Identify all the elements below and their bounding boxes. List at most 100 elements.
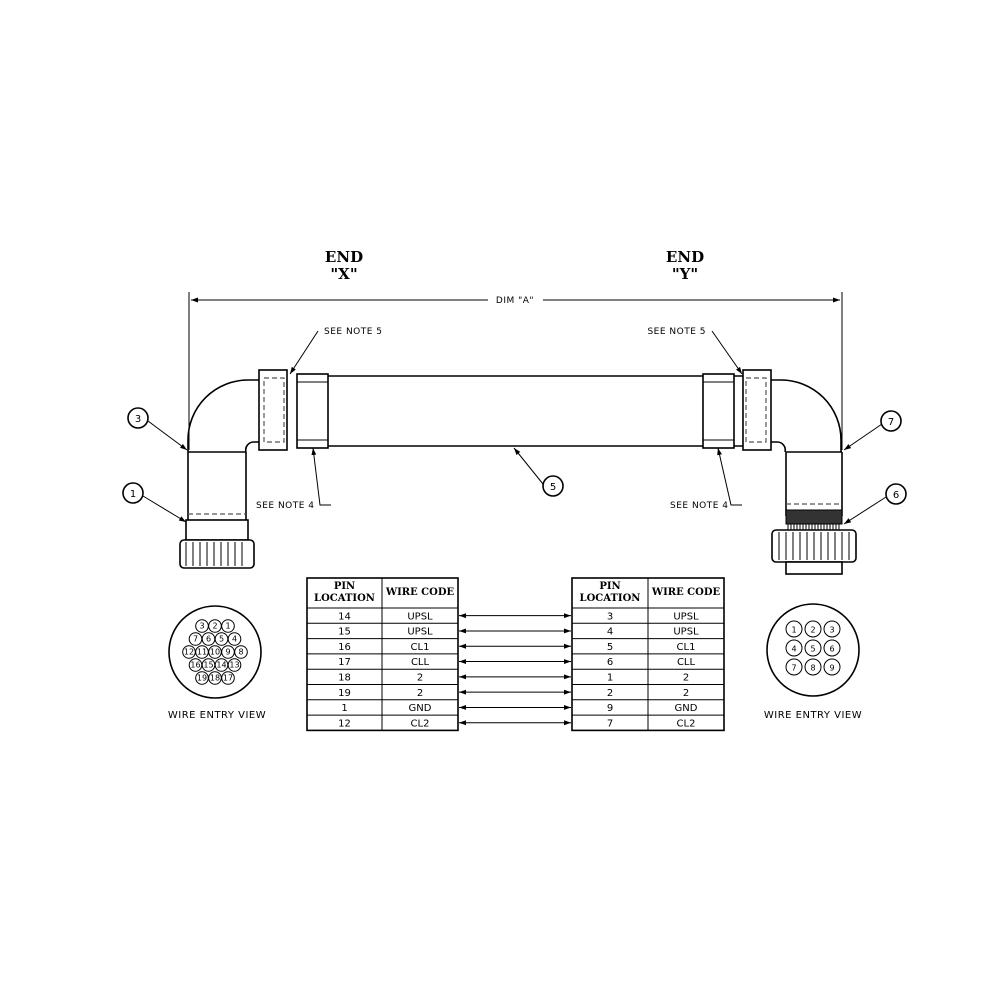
note-4-right: SEE NOTE 4: [670, 447, 742, 511]
svg-text:19: 19: [197, 674, 207, 683]
table-row: 18 2: [338, 673, 423, 684]
table-header-location: LOCATION: [314, 593, 375, 604]
pin-11: 11: [195, 645, 209, 659]
svg-text:15: 15: [203, 661, 213, 670]
svg-text:16: 16: [190, 661, 200, 670]
dim-a-label: DIM "A": [496, 296, 534, 306]
svg-text:9: 9: [829, 664, 834, 673]
pin-location-cell: 14: [338, 611, 351, 622]
pin-8: 8: [234, 645, 248, 659]
svg-text:2: 2: [810, 626, 815, 635]
pin-9: 9: [221, 645, 235, 659]
pin-16: 16: [188, 658, 203, 672]
wire-code-cell: CL1: [677, 642, 696, 653]
svg-text:8: 8: [238, 648, 243, 657]
wire-code-cell: UPSL: [407, 611, 433, 622]
pin-14: 14: [214, 658, 229, 672]
pin-location-cell: 6: [607, 657, 613, 668]
svg-text:1: 1: [130, 489, 136, 500]
pin-19: 19: [195, 671, 209, 685]
see-note-5-right-text: SEE NOTE 5: [647, 327, 706, 337]
pin-location-cell: 18: [338, 673, 351, 684]
balloon-6: 6: [843, 483, 907, 525]
balloon-1: 1: [122, 482, 187, 523]
svg-text:10: 10: [210, 648, 220, 657]
wire-code-cell: 2: [683, 688, 689, 699]
svg-text:4: 4: [791, 645, 796, 654]
pin-location-cell: 9: [607, 703, 613, 714]
svg-text:18: 18: [210, 674, 220, 683]
table-row: 6 CLL: [607, 657, 696, 668]
table-row: 14 UPSL: [338, 611, 433, 622]
wire-entry-view-y-label: WIRE ENTRY VIEW: [764, 710, 862, 721]
pin-9: 9: [823, 658, 841, 676]
table-header-location: LOCATION: [580, 593, 641, 604]
svg-text:5: 5: [219, 635, 224, 644]
pin-4: 4: [785, 639, 803, 657]
pin-location-cell: 2: [607, 688, 613, 699]
pin-location-cell: 17: [338, 657, 351, 668]
wire-code-cell: 2: [683, 673, 689, 684]
svg-text:1: 1: [225, 622, 230, 631]
wire-code-cell: UPSL: [673, 627, 699, 638]
end-y-label: END: [666, 248, 704, 266]
pin-7: 7: [188, 632, 203, 646]
pin-1: 1: [221, 619, 235, 633]
pin-location-cell: 1: [607, 673, 613, 684]
svg-text:3: 3: [135, 414, 141, 425]
balloon-3: 3: [127, 407, 188, 451]
end-x-elbow: [187, 369, 329, 453]
pin-3: 3: [195, 619, 209, 633]
table-header-wire-code: WIRE CODE: [385, 587, 455, 598]
pin-location-cell: 16: [338, 642, 351, 653]
dimension-a: DIM "A": [188, 292, 843, 450]
pin-location-cell: 12: [338, 718, 351, 729]
pin-18: 18: [208, 671, 222, 685]
pin-2: 2: [208, 619, 222, 633]
svg-text:6: 6: [829, 645, 834, 654]
wire-code-cell: CL2: [677, 718, 696, 729]
pin-17: 17: [221, 671, 235, 685]
pin-13: 13: [227, 658, 242, 672]
pin-4: 4: [227, 632, 242, 646]
svg-text:5: 5: [810, 645, 815, 654]
pin-5: 5: [214, 632, 229, 646]
pin-6: 6: [201, 632, 216, 646]
end-y-letter: "Y": [672, 265, 698, 283]
table-header-pin: PIN: [599, 581, 620, 592]
wire-connections: [459, 613, 571, 726]
end-y-elbow: [702, 369, 842, 453]
wire-code-cell: 2: [417, 673, 423, 684]
svg-text:6: 6: [893, 490, 899, 501]
balloon-5: 5: [513, 447, 564, 497]
svg-text:17: 17: [223, 674, 233, 683]
table-row: 7 CL2: [607, 718, 696, 729]
svg-text:7: 7: [193, 635, 198, 644]
connector-x-body: [179, 451, 255, 569]
svg-text:9: 9: [225, 648, 230, 657]
svg-text:1: 1: [791, 626, 796, 635]
wire-code-cell: CL2: [411, 718, 430, 729]
wire-code-cell: 2: [417, 688, 423, 699]
pin-1: 1: [785, 620, 803, 638]
pin-location-cell: 7: [607, 718, 613, 729]
wire-entry-view-x-label: WIRE ENTRY VIEW: [168, 710, 266, 721]
wire-code-cell: GND: [675, 703, 698, 714]
table-header-pin: PIN: [334, 581, 355, 592]
pin-8: 8: [804, 658, 822, 676]
wire-code-cell: GND: [409, 703, 432, 714]
svg-text:3: 3: [829, 626, 834, 635]
svg-text:2: 2: [212, 622, 217, 631]
wire-code-cell: CLL: [677, 657, 696, 668]
pin-6: 6: [823, 639, 841, 657]
